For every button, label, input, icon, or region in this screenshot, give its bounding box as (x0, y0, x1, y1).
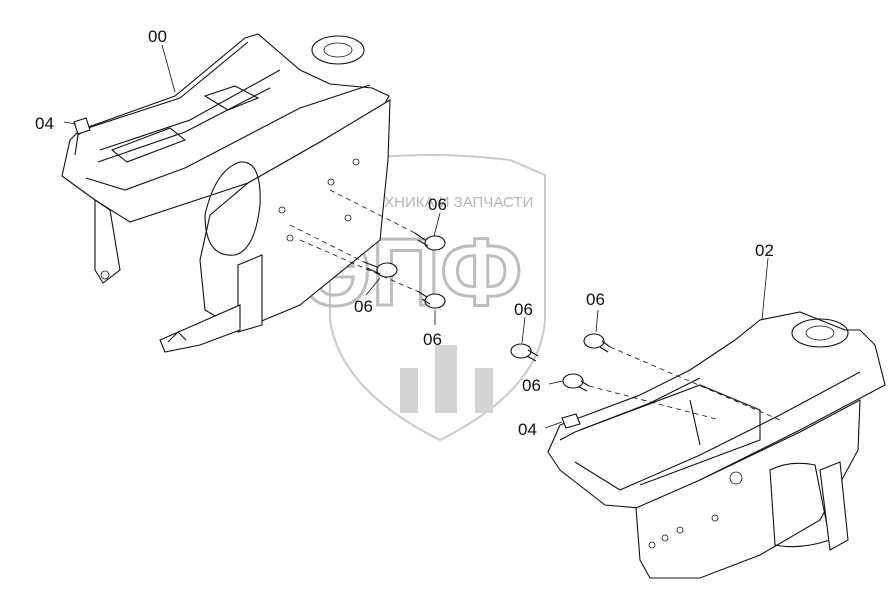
callout-04-left: 04 (35, 114, 54, 133)
bolt-2 (363, 261, 398, 278)
callout-06-3: 06 (423, 330, 442, 349)
callout-06-6: 06 (522, 376, 541, 395)
leader-lines (63, 44, 769, 429)
callout-02: 02 (755, 241, 774, 260)
watermark-caption: ТЕХНИКА И ЗАПЧАСТИ (365, 194, 533, 211)
callout-labels: 00 02 04 04 06 06 06 06 06 06 (35, 27, 774, 439)
console-assembly-00 (61, 33, 391, 353)
bolt-6 (562, 373, 590, 392)
bolt-3 (418, 291, 446, 309)
bolt-5 (583, 333, 611, 353)
console-assembly-02 (547, 311, 886, 579)
callout-06-1: 06 (428, 195, 447, 214)
callout-00: 00 (148, 27, 167, 46)
watermark-emblem (400, 345, 493, 413)
bolt-1 (414, 232, 446, 251)
callout-04-right: 04 (518, 420, 537, 439)
callout-06-5: 06 (586, 290, 605, 309)
callout-06-2: 06 (354, 297, 373, 316)
bolts-06 (289, 189, 781, 421)
bolt-4 (510, 343, 539, 362)
callout-06-4: 06 (514, 300, 533, 319)
